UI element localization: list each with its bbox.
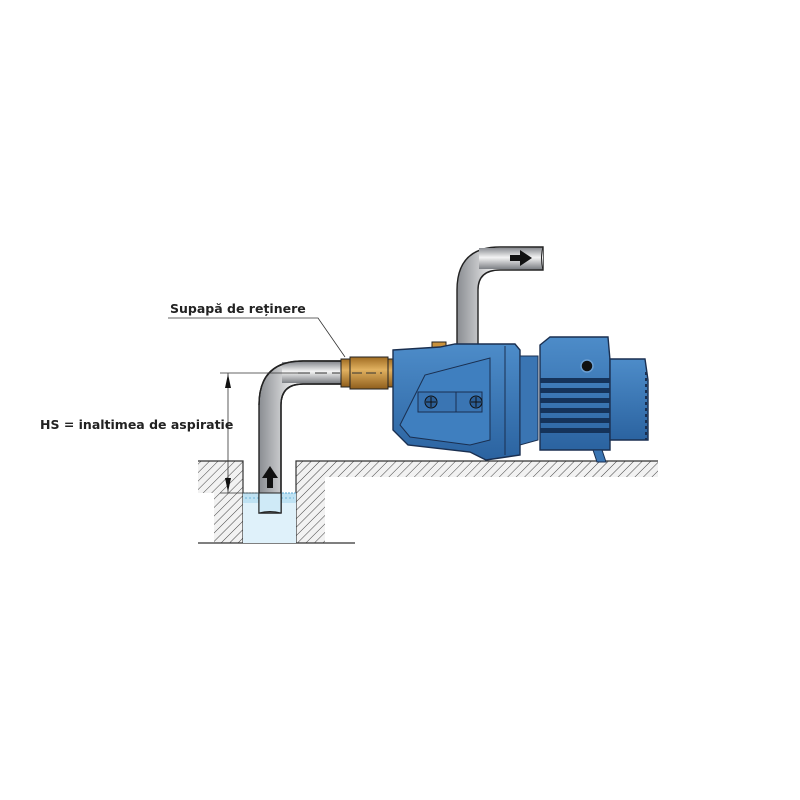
suction-pipe xyxy=(258,360,343,514)
suction-height-label: HS = inaltimea de aspiratie xyxy=(40,417,233,432)
check-valve-label: Supapă de reținere xyxy=(170,301,306,316)
screw-icon xyxy=(469,395,483,409)
flow-right-arrow-icon xyxy=(510,250,532,266)
check-valve-leader-line xyxy=(168,317,346,358)
suction-height-dimension xyxy=(220,372,300,494)
motor-fins xyxy=(540,378,610,433)
screw-icon xyxy=(424,395,438,409)
ground-right xyxy=(295,460,658,543)
ground-left xyxy=(198,460,244,543)
pump-motor xyxy=(539,336,649,463)
cable-gland-icon xyxy=(580,359,594,373)
discharge-pipe xyxy=(456,246,544,349)
check-valve xyxy=(340,356,396,390)
pump-body xyxy=(392,341,539,461)
flow-up-arrow-icon xyxy=(262,466,278,488)
